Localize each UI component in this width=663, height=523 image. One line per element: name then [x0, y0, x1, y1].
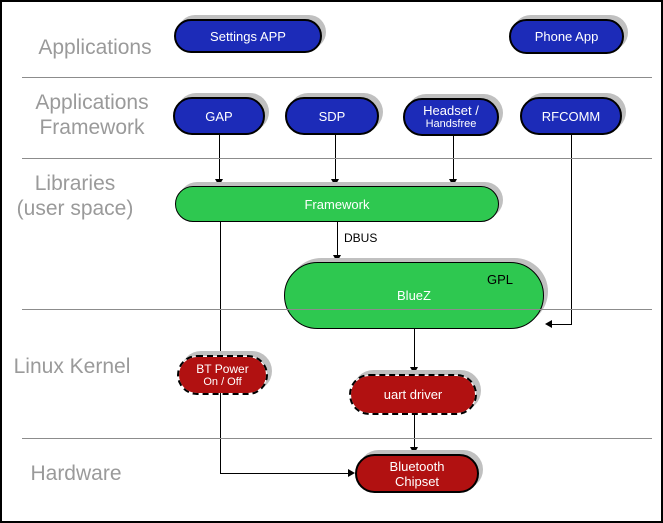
edge-label-dbus: DBUS [344, 231, 378, 245]
edge-gap-framework [219, 135, 220, 179]
node-label-line1: BT Power [196, 361, 249, 376]
divider-kernel-hardware [22, 438, 652, 439]
layer-label-line2: Framework [39, 116, 145, 139]
gpl-badge: GPL [486, 272, 513, 287]
layer-label-applications-framework: Applications Framework [17, 90, 167, 140]
divider-applications-framework [22, 158, 652, 159]
arrowhead-rfcomm-bluez [545, 320, 552, 328]
node-settings-app: Settings APP [174, 19, 322, 53]
divider-applications [22, 77, 652, 78]
node-sdp: SDP [285, 97, 379, 135]
layer-label-text: Hardware [30, 462, 122, 485]
arrowhead-gap-framework [215, 179, 223, 186]
arrowhead-bluez-uart [410, 367, 418, 374]
node-rfcomm: RFCOMM [520, 97, 622, 135]
edge-framework-chipset-vertical [220, 222, 221, 473]
node-phone-app: Phone App [509, 19, 624, 54]
node-label-line1: Headset / [423, 103, 479, 118]
edge-sdp-framework [335, 135, 336, 179]
layer-label-linux-kernel: Linux Kernel [2, 354, 142, 379]
arrowhead-framework-bluez [333, 255, 341, 262]
layer-label-text: Linux Kernel [13, 355, 131, 378]
node-bluez: BlueZ GPL [284, 262, 544, 329]
node-framework: Framework [175, 186, 499, 222]
node-headset-handsfree: Headset / Handsfree [403, 98, 499, 136]
node-label: Framework [304, 196, 370, 212]
node-label-line2: Chipset [394, 473, 440, 489]
layer-label-hardware: Hardware [2, 461, 150, 486]
node-label: BlueZ [397, 288, 431, 303]
node-label: RFCOMM [541, 108, 601, 124]
layer-label-line1: Applications [35, 91, 149, 114]
node-uart-driver: uart driver [349, 374, 477, 415]
node-label: Phone App [534, 29, 599, 44]
layer-label-text: Applications [38, 36, 152, 59]
node-label: Settings APP [210, 28, 286, 44]
edge-rfcomm-bluez-vertical [571, 135, 572, 324]
node-label-line2: Handsfree [425, 118, 477, 130]
edge-uart-chipset [414, 415, 415, 447]
layer-label-line2: (user space) [16, 197, 134, 220]
edge-rfcomm-bluez-horizontal [551, 324, 572, 325]
node-label-line1: Bluetooth [389, 458, 445, 474]
layer-label-applications: Applications [20, 35, 170, 60]
edge-framework-bluez [337, 222, 338, 255]
edge-framework-chipset-horizontal [220, 473, 348, 474]
divider-libraries-kernel [22, 309, 652, 310]
node-gap: GAP [173, 97, 265, 135]
node-label: GAP [205, 108, 233, 124]
node-bluetooth-chipset: Bluetooth Chipset [355, 454, 479, 493]
layer-label-libraries: Libraries (user space) [2, 171, 148, 221]
arrowhead-framework-chipset [348, 469, 355, 477]
node-label-line2: On / Off [203, 375, 242, 388]
node-bt-power: BT Power On / Off [177, 355, 268, 395]
layer-label-line1: Libraries [34, 172, 116, 195]
edge-headset-framework [453, 136, 454, 179]
arrowhead-headset-framework [449, 179, 457, 186]
edge-bluez-uart [414, 329, 415, 367]
node-label: uart driver [383, 387, 443, 402]
node-label: SDP [318, 108, 346, 124]
arrowhead-uart-chipset [410, 447, 418, 454]
arrowhead-sdp-framework [331, 179, 339, 186]
